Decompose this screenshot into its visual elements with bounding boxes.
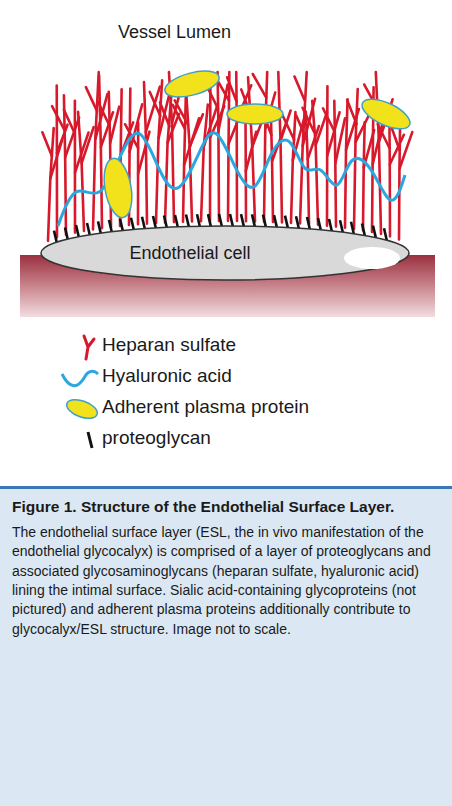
legend-entry: Hyaluronic acid: [56, 364, 436, 392]
legend-swatch: [56, 395, 100, 423]
proteoglycan-tick: [186, 215, 189, 228]
heparan-sulfate-strand: [228, 72, 229, 221]
caption-body: The endothelial surface layer (ESL, the …: [12, 523, 440, 639]
heparan-sulfate-strand: [150, 92, 161, 116]
plasma-protein: [162, 66, 222, 102]
legend-entry: Adherent plasma protein: [56, 395, 436, 423]
legend-text: proteoglycan: [102, 427, 211, 449]
heparan-sulfate-strand: [316, 112, 327, 145]
legend-text: Adherent plasma protein: [102, 396, 309, 418]
proteoglycan-tick: [263, 215, 266, 228]
protein-sample: [64, 396, 100, 422]
heparan-sulfate-strand: [175, 100, 188, 124]
heparan-sulfate-strand: [144, 82, 147, 223]
heparan-sulfate-strand: [82, 127, 94, 163]
heparan-sulfate-strand: [363, 122, 365, 230]
heparan-sulfate-strand: [399, 121, 400, 239]
heparan-sulfate-strand: [391, 127, 399, 151]
proteoglycan-tick: [274, 215, 277, 228]
legend-text: Heparan sulfate: [102, 334, 236, 356]
caption-box: Figure 1. Structure of the Endothelial S…: [0, 486, 452, 806]
heparan-sulfate-strand: [78, 112, 84, 231]
legend-text: Hyaluronic acid: [102, 365, 232, 387]
heparan-sulfate-strand: [294, 77, 304, 101]
plasma-protein: [358, 93, 414, 135]
legend-entry: Heparan sulfate: [56, 333, 436, 361]
heparan-sulfate-strand: [186, 92, 192, 222]
proteoglycan-tick: [197, 214, 200, 227]
heparan-sulfate-strand: [291, 112, 295, 223]
heparan-sulfate-strand: [271, 106, 273, 222]
proteoglycan-tick: [219, 214, 222, 227]
heparan-sulfate-strand: [110, 107, 119, 143]
proteoglycan-tick: [153, 216, 156, 229]
hyaluronic-acid-strand: [58, 133, 405, 226]
hyaluronic-sample: [62, 371, 98, 385]
proteoglycan-tick: [164, 215, 167, 228]
heparan-sample: [84, 336, 94, 359]
heparan-sulfate-strand: [146, 87, 160, 132]
legend-swatch: [56, 426, 100, 454]
proteoglycan-tick: [175, 215, 178, 228]
cell-label: Endothelial cell: [40, 243, 340, 264]
heparan-sulfate-strand: [99, 75, 102, 228]
plasma-protein: [100, 156, 136, 220]
heparan-sulfate-strand: [323, 108, 335, 132]
proteoglycan-tick: [208, 214, 211, 227]
proteoglycan-tick: [241, 214, 244, 227]
heparan-sulfate-strand: [312, 101, 318, 225]
plasma-proteins: [100, 66, 414, 220]
heparan-sulfate-strand: [160, 102, 169, 126]
plasma-protein: [227, 104, 283, 124]
heparan-sulfate-strands: [42, 72, 412, 241]
heparan-sulfate-strand: [235, 72, 238, 221]
heparan-sulfate-strand: [378, 124, 390, 148]
legend-entry: proteoglycan: [56, 426, 436, 454]
heparan-sulfate-strand: [55, 85, 58, 237]
cell-nucleus: [344, 247, 400, 269]
heparan-sulfate-strand: [345, 99, 348, 227]
proteoglycan-sample: [88, 432, 92, 448]
region-label: Vessel Lumen: [118, 22, 231, 43]
heparan-sulfate-strand: [347, 100, 356, 124]
heparan-sulfate-strand: [98, 102, 110, 126]
heparan-sulfate-strand: [65, 118, 79, 158]
heparan-sulfate-strand: [227, 77, 236, 101]
heparan-sulfate-strand: [64, 110, 75, 134]
heparan-sulfate-strand: [399, 132, 412, 169]
cell-body: Endothelial cell: [40, 225, 410, 281]
proteoglycan-tick: [230, 214, 233, 227]
heparan-sulfate-strand: [42, 132, 52, 156]
heparan-sulfate-strand: [218, 72, 219, 221]
heparan-sulfate-strand: [278, 72, 282, 222]
heparan-sulfate-strand: [335, 118, 345, 163]
cell-ellipse: [41, 226, 409, 280]
heparan-sulfate-strand: [190, 114, 203, 147]
heparan-sulfate-strand: [86, 87, 97, 111]
heparan-sulfate-strand: [283, 116, 294, 140]
heparan-sulfate-strand: [355, 112, 370, 142]
legend-swatch: [56, 333, 100, 361]
heparan-sulfate-strand: [93, 72, 99, 229]
heparan-sulfate-strand: [296, 116, 306, 140]
heparan-sulfate-strand: [303, 108, 314, 132]
legend-swatch: [56, 364, 100, 392]
heparan-sulfate-strand: [253, 74, 266, 98]
heparan-sulfate-strand: [376, 72, 381, 234]
caption-heading: Figure 1. Structure of the Endothelial S…: [12, 497, 440, 517]
proteoglycan-tick: [252, 214, 255, 227]
heparan-sulfate-strand: [201, 105, 208, 222]
heparan-sulfate-strand: [248, 77, 255, 221]
heparan-sulfate-strand: [388, 119, 391, 236]
